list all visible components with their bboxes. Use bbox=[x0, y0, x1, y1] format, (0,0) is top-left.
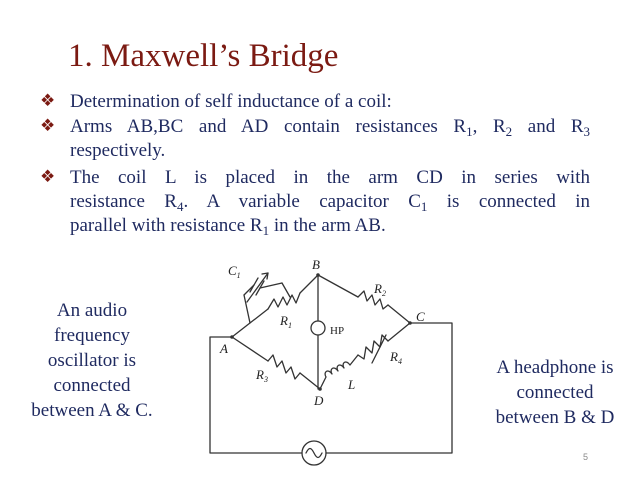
wire-bc bbox=[317, 274, 359, 298]
headphone-label: HP bbox=[330, 325, 344, 337]
oscillator-note: An audio frequency oscillator is connect… bbox=[12, 298, 172, 423]
headphone-note-line: A headphone is bbox=[496, 357, 614, 378]
r3-resistor bbox=[267, 354, 301, 380]
node-c-label: C bbox=[416, 309, 425, 324]
bullet-2-text: Arms AB,BC and AD contain resistances R1… bbox=[70, 115, 590, 163]
bullet-3-text: The coil L is placed in the arm CD in se… bbox=[70, 166, 590, 238]
inductor-label: L bbox=[347, 377, 355, 392]
diamond-bullet-icon: ❖ bbox=[40, 91, 56, 110]
bullet-1-line-1: Determination of self inductance of a co… bbox=[70, 91, 392, 112]
diamond-bullet-icon: ❖ bbox=[40, 116, 56, 135]
bullet-3-line-3: parallel with resistance R1 in the arm A… bbox=[70, 215, 386, 238]
bullet-3-line-2: resistance R4. A variable capacitor C1 i… bbox=[70, 191, 590, 214]
inductor-coil-l bbox=[319, 354, 359, 390]
r1-label: R1 bbox=[279, 313, 292, 330]
oscillator-note-line: An audio bbox=[56, 300, 128, 321]
wire-c1-join bbox=[281, 282, 291, 298]
node-b-label: B bbox=[312, 257, 320, 272]
r2-resistor bbox=[357, 290, 389, 310]
ac-source-icon bbox=[301, 440, 327, 466]
oscillator-note-line: oscillator is bbox=[47, 350, 137, 371]
headphone-note-line: connected bbox=[516, 382, 594, 403]
bullet-2-line-1: Arms AB,BC and AD contain resistances R1… bbox=[70, 116, 590, 139]
wire-ad bbox=[231, 336, 269, 362]
maxwell-bridge-circuit: A B C D C1 R1 R2 R3 R4 L HP bbox=[209, 257, 453, 466]
node-a-label: A bbox=[219, 341, 228, 356]
diamond-bullet-icon: ❖ bbox=[40, 167, 56, 186]
wire-c1-left bbox=[243, 294, 251, 324]
oscillator-note-line: frequency bbox=[54, 325, 130, 346]
wire-ad-lower bbox=[299, 372, 321, 390]
wire-bc-lower bbox=[387, 304, 411, 324]
wire-osc-left bbox=[209, 336, 303, 454]
c1-plate-1 bbox=[249, 277, 259, 293]
ac-source-wave bbox=[305, 447, 323, 459]
r4-variable-arrow bbox=[371, 334, 387, 364]
c1-label: C1 bbox=[228, 263, 241, 280]
oscillator-note-line: between A & C. bbox=[31, 400, 153, 421]
bullet-1-text: Determination of self inductance of a co… bbox=[70, 90, 590, 114]
page-number: 5 bbox=[583, 452, 589, 462]
c1-variable-arrow bbox=[246, 272, 269, 303]
r2-label: R2 bbox=[373, 281, 386, 298]
r1-resistor bbox=[267, 292, 301, 310]
wire-ab-upper bbox=[299, 274, 319, 294]
c1-arrow-head bbox=[261, 272, 269, 280]
r4-label: R4 bbox=[389, 349, 402, 366]
wire-c1-right bbox=[259, 282, 283, 289]
junction-dots bbox=[230, 273, 412, 391]
r3-label: R3 bbox=[255, 367, 268, 384]
headphone-note: A headphone is connected between B & D bbox=[480, 355, 630, 430]
wire-osc-right bbox=[325, 322, 453, 454]
slide-title: 1. Maxwell’s Bridge bbox=[68, 38, 339, 74]
headphone-symbol bbox=[310, 320, 326, 336]
r4-resistor bbox=[357, 334, 389, 360]
wire-cd bbox=[387, 322, 411, 342]
bullet-3-line-1: The coil L is placed in the arm CD in se… bbox=[70, 167, 590, 188]
oscillator-note-line: connected bbox=[53, 375, 131, 396]
bullet-2-line-2: respectively. bbox=[70, 140, 166, 161]
node-d-label: D bbox=[313, 393, 324, 408]
headphone-note-line: between B & D bbox=[495, 407, 615, 428]
